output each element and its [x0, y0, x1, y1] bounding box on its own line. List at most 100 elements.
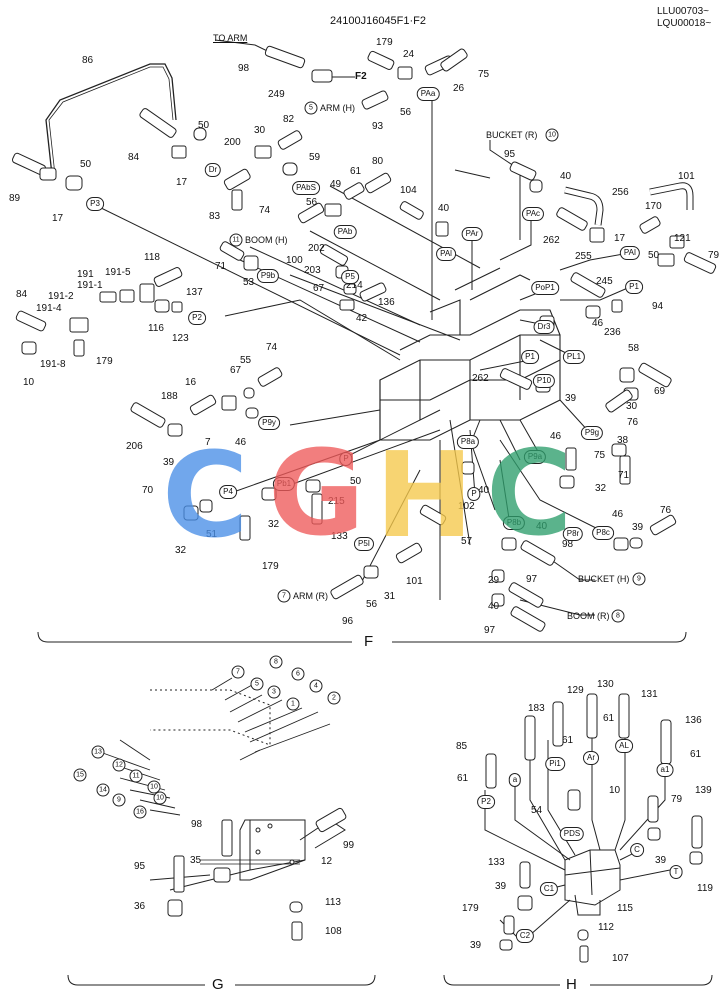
part-number: 32: [175, 545, 187, 556]
part-number: 56: [400, 107, 412, 118]
part-number: 17: [176, 177, 188, 188]
part-number: 51: [206, 529, 218, 540]
part-number: 61: [457, 773, 469, 784]
port-label: PDS: [559, 827, 585, 841]
callout-arm-r-number: 7: [277, 589, 291, 603]
part-number: 99: [343, 840, 355, 851]
watermark-letter: H: [375, 426, 474, 564]
part-number: 102: [458, 501, 475, 512]
part-number: 50: [80, 159, 92, 170]
part-number: 50: [350, 476, 362, 487]
g-circled-item: 10: [153, 791, 167, 805]
part-number: 79: [708, 250, 720, 261]
part-number: 58: [628, 343, 640, 354]
part-number: 12: [321, 856, 333, 867]
part-number: 95: [134, 861, 146, 872]
g-circled-item: 5: [250, 677, 264, 691]
part-number: 61: [603, 713, 615, 724]
part-number: 10: [23, 377, 35, 388]
part-number: 56: [306, 197, 318, 208]
part-number: 84: [16, 289, 28, 300]
part-number: 107: [612, 953, 629, 964]
port-label: AL: [615, 739, 633, 753]
port-label: PoP1: [531, 281, 559, 295]
part-number: 75: [478, 69, 490, 80]
part-number: 179: [96, 356, 113, 367]
section-g-label: G: [208, 976, 228, 993]
port-label: PAbS: [292, 181, 320, 195]
part-number: 70: [142, 485, 154, 496]
part-number: 67: [313, 283, 325, 294]
part-number: 108: [325, 926, 342, 937]
part-number: 42: [356, 313, 368, 324]
part-number: 200: [224, 137, 241, 148]
port-label: P9g: [580, 426, 604, 440]
part-number: 24: [403, 49, 415, 60]
part-number: 36: [134, 901, 146, 912]
part-number: 262: [472, 373, 489, 384]
part-number: 119: [697, 883, 713, 894]
part-number: 130: [597, 679, 614, 690]
part-number: 75: [594, 450, 606, 461]
section-h-brace: [443, 974, 713, 986]
port-label: P1: [521, 350, 539, 364]
callout-boom-r-number: 8: [611, 609, 625, 623]
g-circled-item: 4: [309, 679, 323, 693]
port-label: PAa: [416, 87, 440, 101]
callout-arm-h-number: 5: [304, 101, 318, 115]
port-label: P8r: [562, 527, 584, 541]
part-number: 61: [690, 749, 702, 760]
part-number: 96: [342, 616, 354, 627]
section-g-brace: [67, 974, 376, 986]
port-label: P: [339, 452, 353, 466]
part-number: 26: [453, 83, 465, 94]
part-number: 80: [372, 156, 384, 167]
part-number: 136: [685, 715, 702, 726]
serial-range-1: LLU00703~: [657, 6, 709, 17]
part-number: 179: [376, 37, 393, 48]
part-number: 61: [350, 166, 362, 177]
callout-boom-h-number: 11: [229, 233, 243, 247]
port-label: PAb: [333, 225, 357, 239]
part-number: 16: [185, 377, 197, 388]
part-number: 262: [543, 235, 560, 246]
g-circled-item: 2: [327, 691, 341, 705]
callout-boom-r: BOOM (R): [567, 611, 610, 621]
part-number: 46: [550, 431, 562, 442]
part-number: 191-4: [36, 303, 62, 314]
g-circled-item: 9: [112, 793, 126, 807]
part-number: 84: [128, 152, 140, 163]
part-number: 86: [82, 55, 94, 66]
port-label: P4: [219, 485, 237, 499]
part-number: 46: [235, 437, 247, 448]
part-number: 71: [215, 261, 227, 272]
part-number: 82: [283, 114, 295, 125]
watermark-letter: G: [268, 424, 365, 562]
part-number: 46: [592, 318, 604, 329]
part-number: 93: [372, 121, 384, 132]
callout-f2: F2: [355, 71, 367, 82]
port-label: P9y: [258, 416, 280, 430]
port-label: P3: [86, 197, 104, 211]
part-number: 39: [470, 940, 482, 951]
part-number: 101: [406, 576, 423, 587]
part-number: 32: [268, 519, 280, 530]
g-circled-item: 3: [267, 685, 281, 699]
part-number: 40: [536, 521, 548, 532]
part-number: 101: [678, 171, 695, 182]
part-number: 40: [488, 601, 500, 612]
part-number: 118: [144, 252, 160, 263]
part-number: 100: [286, 255, 303, 266]
part-number: 50: [648, 250, 660, 261]
part-number: 76: [660, 505, 672, 516]
part-number: 35: [190, 855, 202, 866]
part-number: 191: [77, 269, 94, 280]
part-number: 31: [384, 591, 396, 602]
serial-range-2: LQU00018~: [657, 18, 712, 29]
g-circled-item: 8: [269, 655, 283, 669]
g-circled-item: 1: [286, 697, 300, 711]
section-f-brace: [37, 631, 687, 643]
g-circled-item: 6: [291, 667, 305, 681]
part-number: 40: [438, 203, 450, 214]
